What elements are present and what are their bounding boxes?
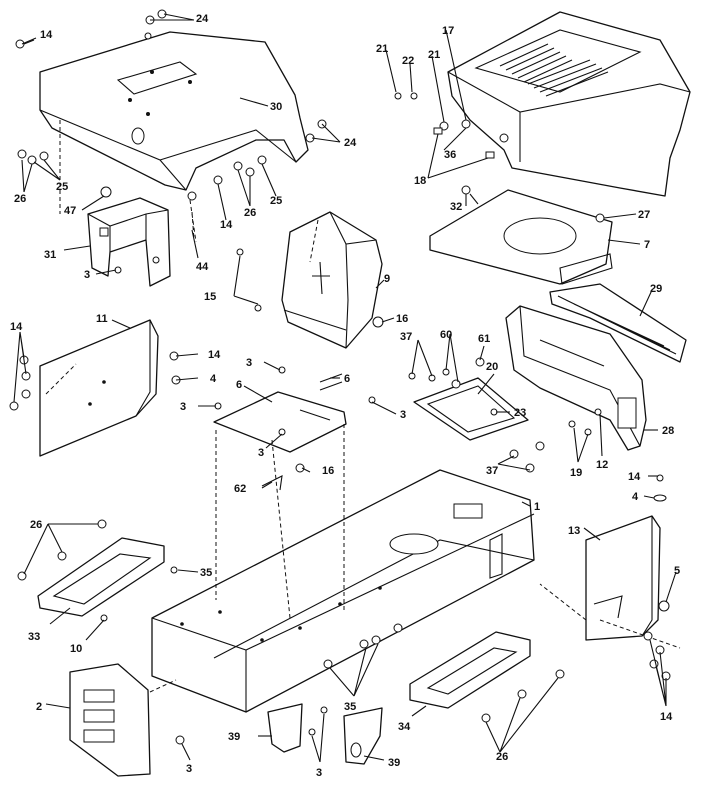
callout-3: 3 [186, 763, 192, 775]
callout-39: 39 [388, 757, 400, 769]
callout-35: 35 [200, 567, 212, 579]
callout-18: 18 [414, 175, 426, 187]
callout-37: 37 [400, 331, 412, 343]
callout-3: 3 [246, 357, 252, 369]
callout-37: 37 [486, 465, 498, 477]
callout-3: 3 [316, 767, 322, 779]
callout-14: 14 [220, 219, 233, 231]
callout-14: 14 [10, 321, 23, 333]
part-39-bracket-right [343, 707, 383, 765]
callout-61: 61 [478, 333, 490, 345]
callout-23: 23 [514, 407, 526, 419]
callout-16: 16 [322, 465, 334, 477]
callout-6: 6 [236, 379, 242, 391]
callout-9: 9 [384, 273, 390, 285]
callout-12: 12 [596, 459, 608, 471]
callout-14: 14 [628, 471, 641, 483]
callout-3: 3 [258, 447, 264, 459]
callout-1: 1 [534, 501, 540, 513]
callout-25: 25 [56, 181, 68, 193]
callout-62: 62 [234, 483, 246, 495]
callout-26: 26 [30, 519, 42, 531]
callout-26: 26 [496, 751, 508, 763]
callout-25: 25 [270, 195, 282, 207]
fasteners [9, 9, 671, 745]
callout-60: 60 [440, 329, 452, 341]
callout-27: 27 [638, 209, 650, 221]
callout-labels: 14 24 30 24 26 25 26 25 14 47 31 44 3 21… [10, 13, 680, 779]
part-6-plate [213, 391, 347, 453]
callout-35: 35 [344, 701, 356, 713]
callout-24: 24 [196, 13, 209, 25]
callout-20: 20 [486, 361, 498, 373]
part-28-nose-cone [505, 305, 647, 451]
callout-21: 21 [428, 49, 440, 61]
part-39-bracket-left [267, 703, 303, 753]
callout-13: 13 [568, 525, 580, 537]
part-34-footrest [409, 631, 531, 709]
callout-26: 26 [14, 193, 26, 205]
callout-15: 15 [204, 291, 216, 303]
callout-3: 3 [84, 269, 90, 281]
part-29-grille [549, 283, 687, 363]
callout-24: 24 [344, 137, 357, 149]
callout-26: 26 [244, 207, 256, 219]
callout-44: 44 [196, 261, 209, 273]
callout-5: 5 [674, 565, 680, 577]
assembly-lines [45, 120, 681, 693]
callout-36: 36 [444, 149, 456, 161]
callout-33: 33 [28, 631, 40, 643]
callout-21: 21 [376, 43, 388, 55]
part-20-bracket [413, 377, 529, 441]
part-7-mount-plate [429, 189, 613, 285]
callout-28: 28 [662, 425, 674, 437]
part-13-right-panel [585, 515, 661, 641]
callout-2: 2 [36, 701, 42, 713]
callout-17: 17 [442, 25, 454, 37]
callout-14: 14 [40, 29, 53, 41]
part-9-dash-bracket [281, 211, 383, 349]
hood-vents [499, 43, 609, 97]
callout-39: 39 [228, 731, 240, 743]
callout-29: 29 [650, 283, 662, 295]
callout-47: 47 [64, 205, 76, 217]
callout-7: 7 [644, 239, 650, 251]
part-33-footrest [37, 537, 165, 617]
callout-31: 31 [44, 249, 56, 261]
callout-10: 10 [70, 643, 82, 655]
callout-22: 22 [402, 55, 414, 67]
callout-4: 4 [210, 373, 217, 385]
callout-32: 32 [450, 201, 462, 213]
callout-11: 11 [96, 313, 108, 325]
callout-14: 14 [208, 349, 221, 361]
callout-3: 3 [180, 401, 186, 413]
callout-14: 14 [660, 711, 673, 723]
part-1-main-frame [151, 469, 535, 713]
callout-6: 6 [344, 373, 350, 385]
callout-34: 34 [398, 721, 411, 733]
callout-30: 30 [270, 101, 282, 113]
part-31-bracket [87, 197, 171, 287]
callout-16: 16 [396, 313, 408, 325]
part-2-front-plate [69, 663, 151, 777]
callout-4: 4 [632, 491, 639, 503]
part-17-hood [447, 11, 691, 197]
callout-19: 19 [570, 467, 582, 479]
part-30-dash-panel [39, 31, 309, 191]
leader-lines [13, 13, 677, 763]
part-11-left-panel [39, 319, 159, 457]
callout-3: 3 [400, 409, 406, 421]
